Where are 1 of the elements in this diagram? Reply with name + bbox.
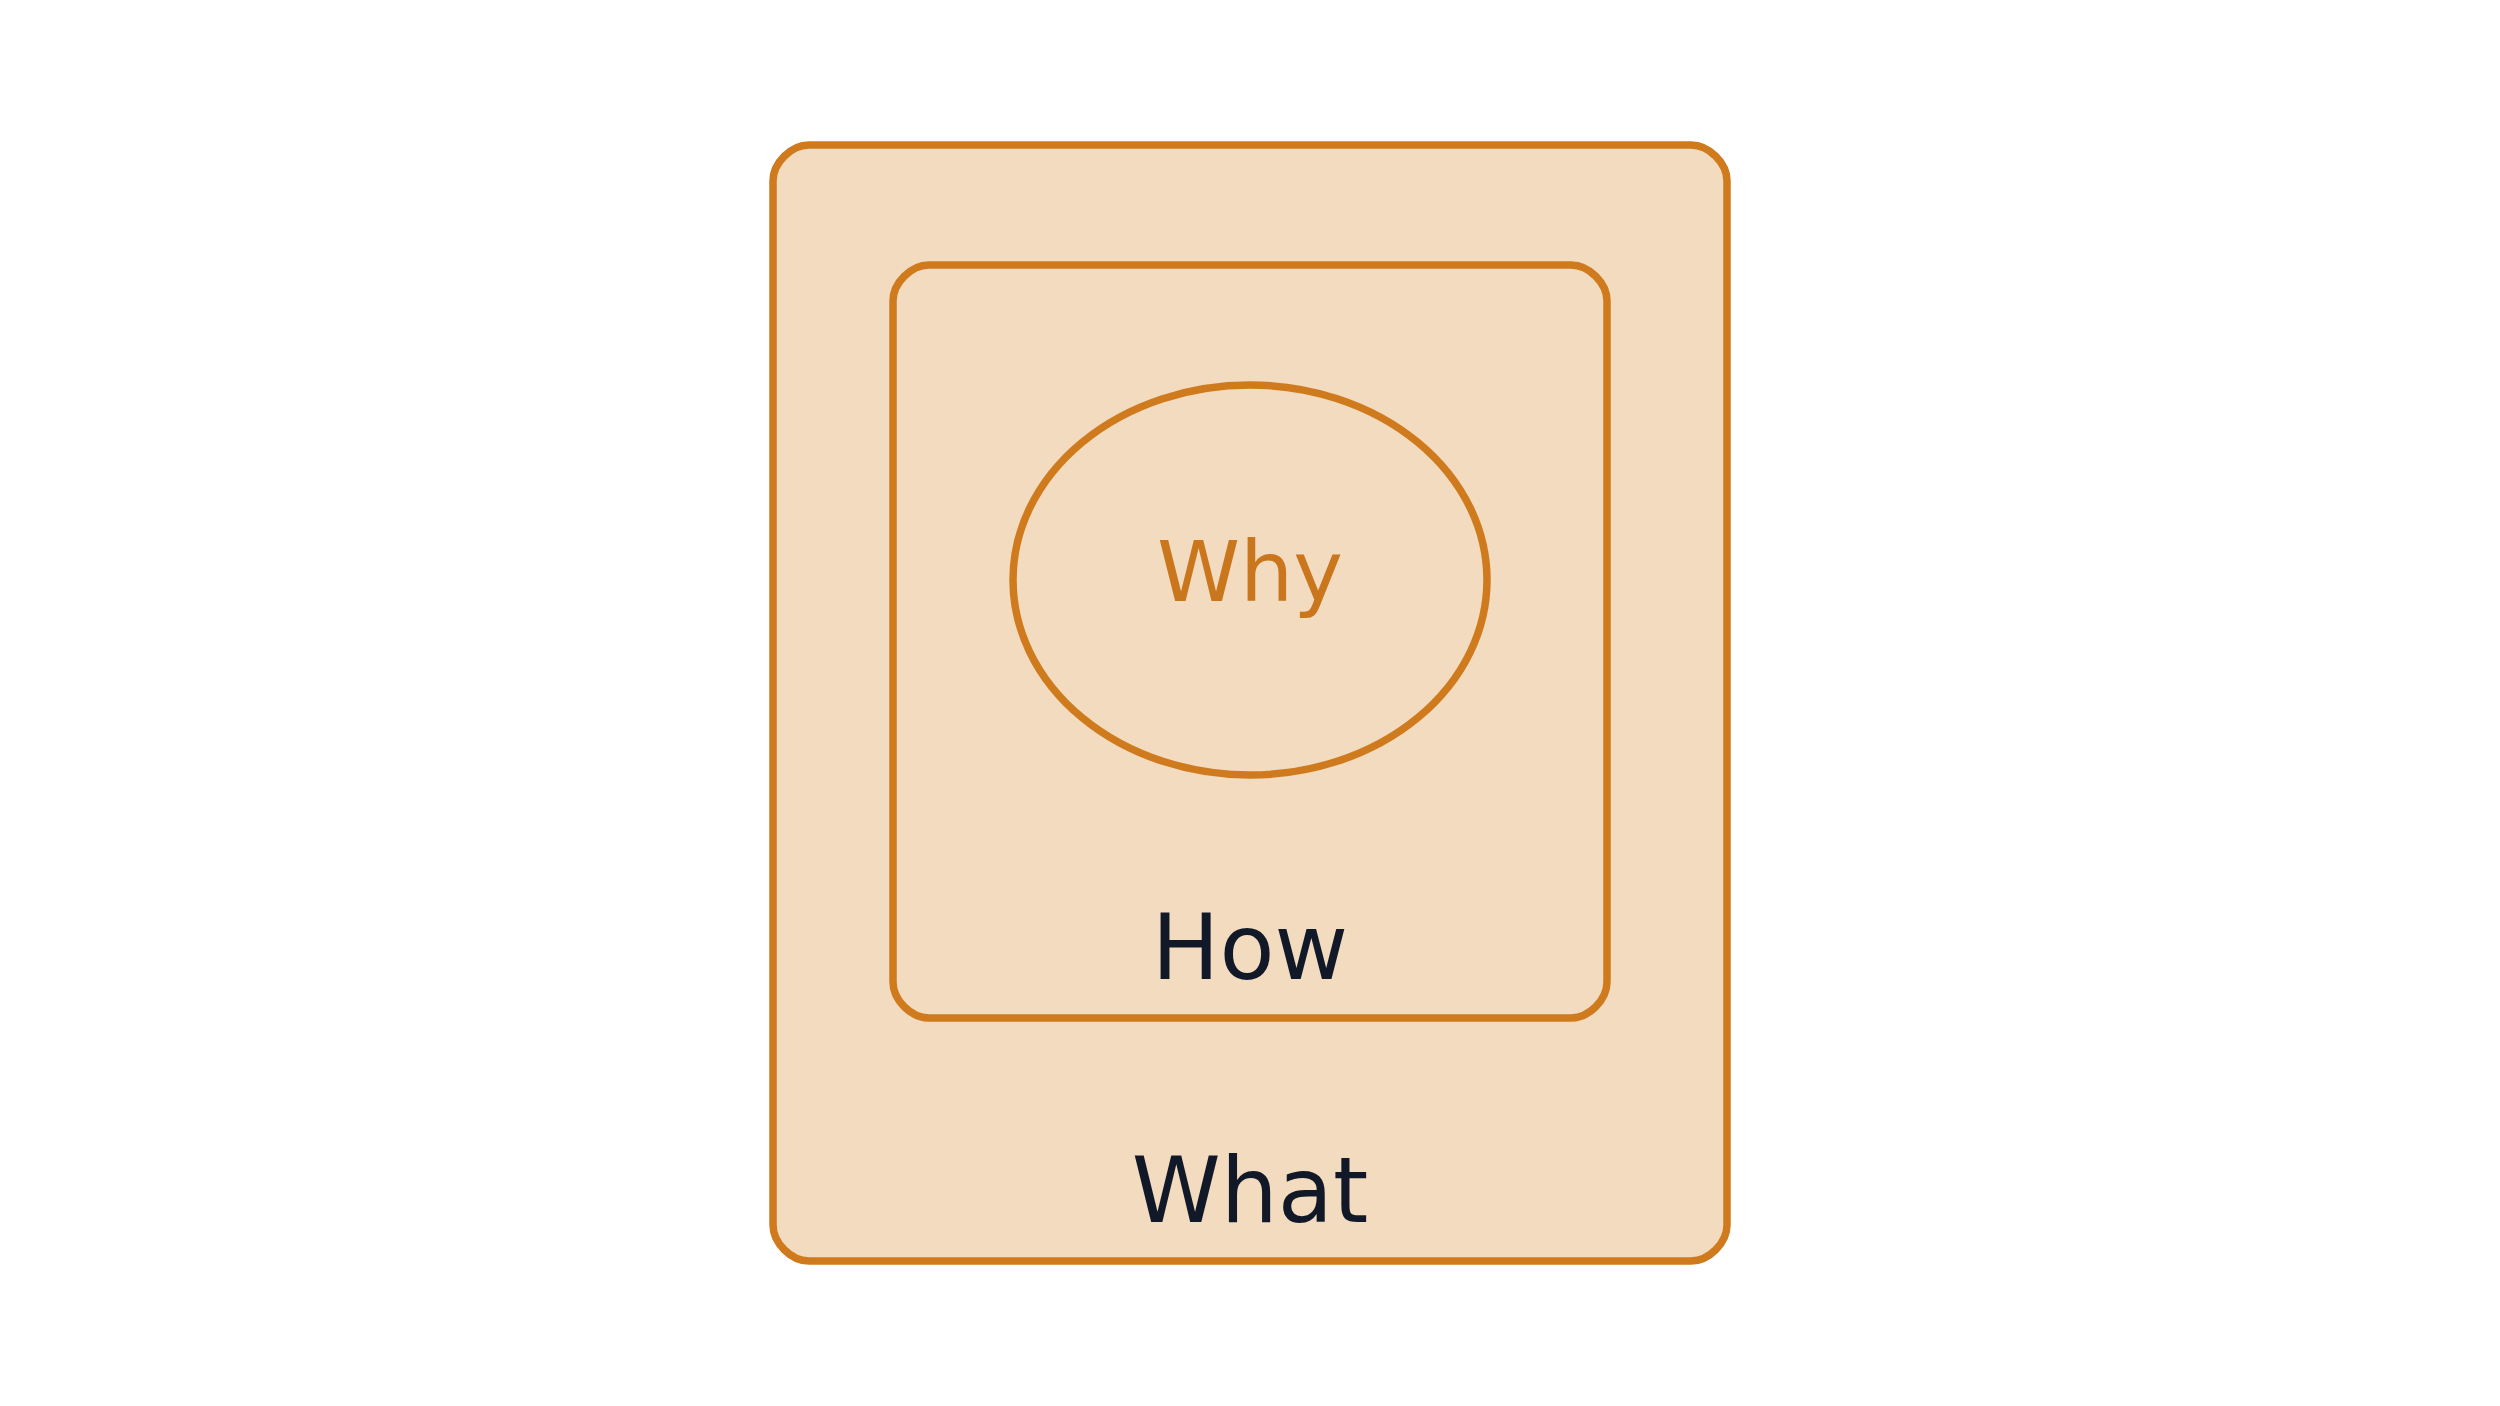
node-ellipse: Why — [1009, 381, 1491, 779]
